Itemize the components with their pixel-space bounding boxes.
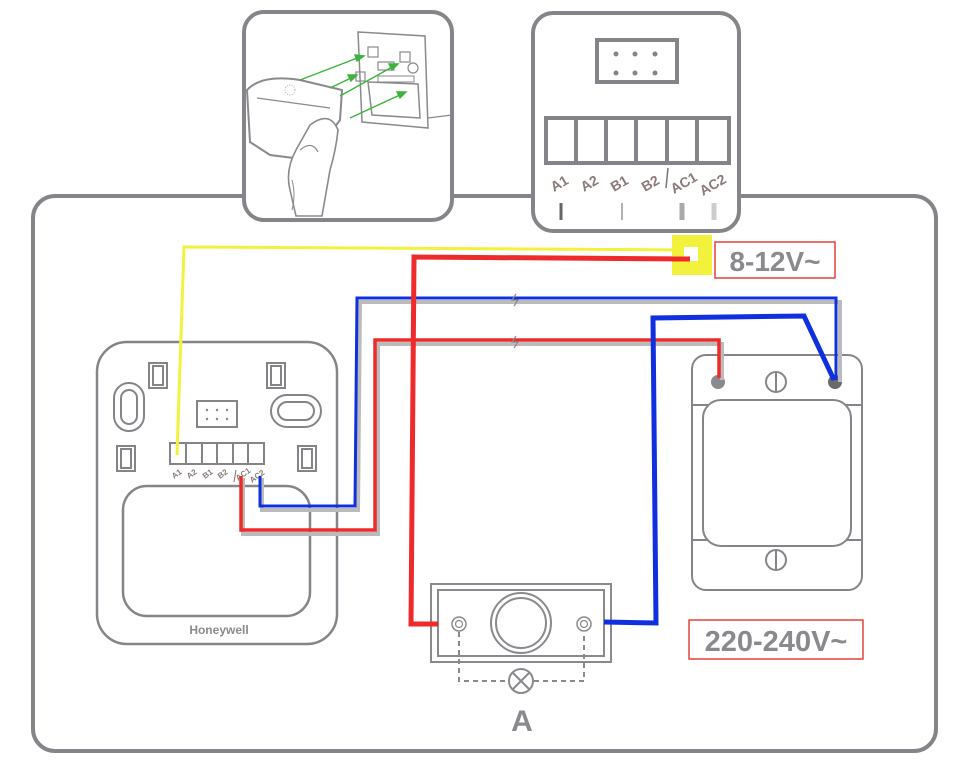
connector-header <box>595 38 679 84</box>
closeup-label-a1: A1 <box>548 172 572 195</box>
low-voltage-text: 8-12V~ <box>729 246 820 277</box>
lamp-icon <box>508 668 534 694</box>
hand <box>287 117 339 217</box>
transformer <box>691 354 863 591</box>
closeup-label-b1: B1 <box>608 172 632 195</box>
wire-red-supply <box>408 254 691 627</box>
wire-red-ac1 <box>239 338 721 532</box>
wire-blue-switch <box>603 313 837 626</box>
brand-logo: Honeywell <box>189 623 248 637</box>
terminal-closeup-panel: A1 A2 B1 B2 AC1 AC2 <box>531 11 741 233</box>
switch-a: A <box>430 583 612 738</box>
insert-arrows <box>299 54 408 119</box>
mains-voltage-label: 220-240V~ <box>688 619 864 660</box>
closeup-label-b2: B2 <box>639 172 663 195</box>
switch-label: A <box>511 705 533 738</box>
mounting-illustration-panel <box>242 10 454 222</box>
screw-icon <box>765 549 787 571</box>
screw-icon <box>765 371 787 393</box>
wire-blue-ac2 <box>258 296 838 508</box>
wire-yellow <box>175 245 691 456</box>
closeup-label-a2: A2 <box>578 172 602 195</box>
mains-voltage-text: 220-240V~ <box>705 626 848 658</box>
low-voltage-label: 8-12V~ <box>714 241 836 279</box>
base-plate: A1 A2 B1 B2 AC1 AC2 Honeywell <box>95 340 339 646</box>
main-frame <box>31 194 938 753</box>
wires <box>175 245 842 627</box>
